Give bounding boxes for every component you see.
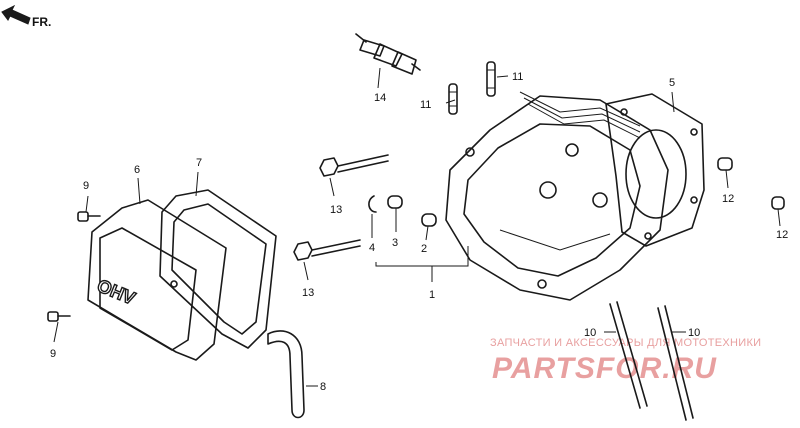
spark-plug[interactable] — [355, 33, 421, 75]
leader-lines — [53, 67, 781, 387]
head-bolt-lower[interactable] — [293, 239, 361, 261]
long-stud-left[interactable] — [609, 301, 648, 409]
watermark-tagline: ЗАПЧАСТИ И АКСЕССУАРЫ ДЛЯ МОТОТЕХНИКИ — [490, 337, 761, 349]
head-gasket[interactable] — [605, 93, 705, 247]
cover-embossing: OHV — [94, 275, 138, 308]
part-number-11-left: 11 — [420, 99, 431, 111]
part-number-13-lower: 13 — [302, 287, 314, 299]
part-number-13-upper: 13 — [330, 204, 342, 216]
clip[interactable] — [368, 195, 377, 213]
part-number-2: 2 — [421, 243, 427, 255]
part-number-10-left: 10 — [584, 327, 596, 339]
part-number-10-right: 10 — [688, 327, 700, 339]
part-number-labels: 14 11 11 13 13 4 3 2 1 5 12 12 7 6 9 9 8… — [50, 71, 788, 393]
watermark-brand: PARTSFOR.RU — [492, 352, 717, 385]
part-number-8: 8 — [320, 381, 326, 393]
part-number-14: 14 — [374, 92, 386, 104]
part-number-9-lower: 9 — [50, 348, 56, 360]
part-number-9-upper: 9 — [83, 180, 89, 192]
dowel-pin-small[interactable] — [421, 213, 437, 227]
cover-screw-upper[interactable] — [77, 211, 101, 222]
cylinder-head[interactable] — [445, 91, 669, 301]
cap-upper[interactable] — [717, 157, 733, 171]
part-number-12-lower: 12 — [776, 229, 788, 241]
cylinder-head-cover[interactable]: OHV — [87, 199, 227, 361]
head-bolt-upper[interactable] — [319, 154, 389, 177]
cover-screw-lower[interactable] — [47, 311, 71, 322]
stud-bolt-right[interactable] — [486, 61, 496, 97]
part-number-4: 4 — [369, 242, 375, 254]
front-direction-label: FR. — [32, 15, 51, 29]
part-number-12-upper: 12 — [722, 193, 734, 205]
cap-lower[interactable] — [771, 196, 785, 210]
part-number-7: 7 — [196, 157, 202, 169]
part-number-5: 5 — [669, 77, 675, 89]
part-number-11-right: 11 — [512, 71, 523, 83]
cover-gasket[interactable] — [159, 189, 277, 349]
part-number-1: 1 — [429, 289, 435, 301]
long-stud-right[interactable] — [657, 305, 694, 421]
watermark: ЗАПЧАСТИ И АКСЕССУАРЫ ДЛЯ МОТОТЕХНИКИ PA… — [490, 337, 761, 385]
part-number-3: 3 — [392, 237, 398, 249]
breather-tube[interactable] — [267, 330, 305, 419]
front-direction-arrow: FR. — [1, 4, 51, 29]
stud-bolt-left[interactable] — [448, 83, 458, 115]
part-number-6: 6 — [134, 164, 140, 176]
dowel-pin-large[interactable] — [387, 195, 403, 209]
